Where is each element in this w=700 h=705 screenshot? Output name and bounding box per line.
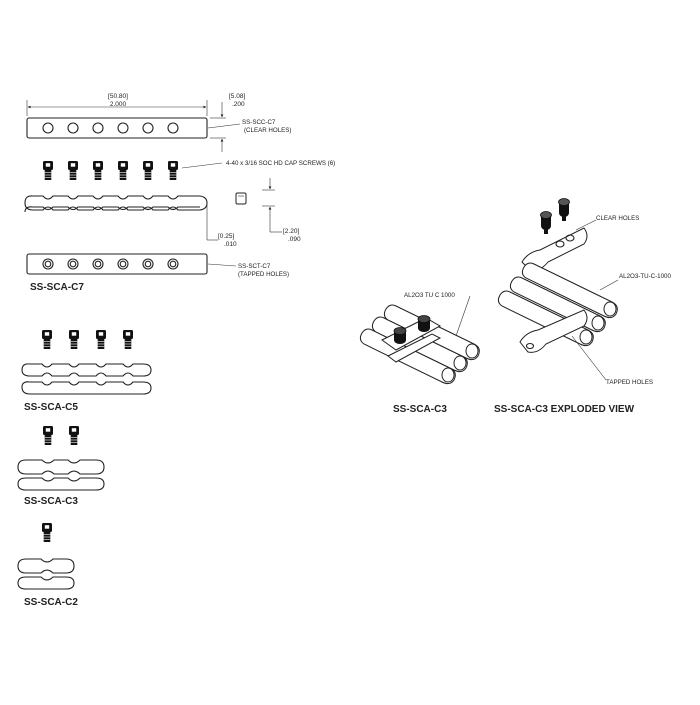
c2-group: SS-SCA-C2 — [17, 522, 78, 608]
c7-width-mm: [50.80] — [108, 93, 128, 100]
exploded-clear-label: CLEAR HOLES — [596, 215, 639, 222]
c7-clamp-bars — [24, 195, 208, 213]
c2-title: SS-SCA-C2 — [24, 597, 78, 608]
c5-title: SS-SCA-C5 — [24, 402, 78, 413]
exploded-group: CLEAR HOLES AL2O3-TU-C-1000 TAPPED HOLES… — [494, 198, 671, 415]
c2-clamp-bottom — [17, 576, 75, 590]
c2-screw — [41, 522, 53, 543]
c3-title: SS-SCA-C3 — [24, 496, 78, 507]
exploded-tapped-label: TAPPED HOLES — [606, 379, 653, 386]
exploded-screws — [540, 198, 570, 234]
c3-clamp-bottom — [17, 477, 105, 491]
c7-height-in: .200 — [232, 101, 245, 108]
c7-tapped-holes — [42, 258, 179, 270]
c5-clamp-top — [21, 363, 152, 377]
c7-tapped-label-1: SS-SCT-C7 — [238, 263, 271, 270]
c7-tapped-hole-strip — [26, 253, 208, 275]
c7-clear-label-1: SS-SCC-C7 — [242, 119, 276, 126]
c5-screws — [41, 329, 134, 350]
assembled-screws — [393, 315, 431, 344]
c7-height-mm: [5.08] — [229, 93, 245, 100]
c5-clamp-bottom — [21, 381, 152, 395]
c7-screws-label: 4-40 x 3/16 SOC HD CAP SCREWS (6) — [226, 160, 335, 167]
c7-gap-mm: [0.25] — [218, 233, 234, 240]
c2-clamp-top — [17, 558, 75, 574]
c3-screws — [42, 425, 80, 446]
c7-clear-hole-strip — [26, 117, 208, 139]
assembled-tube-label: AL2O3 TU C 1000 — [404, 292, 455, 299]
c7-title: SS-SCA-C7 — [30, 282, 84, 293]
exploded-tube-label: AL2O3-TU-C-1000 — [619, 273, 671, 280]
c7-screws — [42, 160, 179, 181]
c7-clear-label-2: (CLEAR HOLES) — [244, 127, 291, 134]
c7-pin — [235, 192, 247, 205]
c5-group: SS-SCA-C5 — [21, 329, 152, 413]
exploded-title: SS-SCA-C3 EXPLODED VIEW — [494, 404, 635, 415]
exploded-bottom-clamp — [519, 309, 588, 353]
c3-clamp-top — [17, 459, 105, 475]
assembled-group: AL2O3 TU C 1000 SS-SCA-C3 — [359, 292, 480, 415]
c7-tapped-label-2: (TAPPED HOLES) — [238, 271, 289, 278]
c7-group: [50.80] 2.000 [5.08] .200 SS-SCC-C7 (CLE… — [24, 93, 335, 293]
c3-group: SS-SCA-C3 — [17, 425, 105, 507]
c7-width-in: 2.000 — [110, 101, 127, 108]
c7-pin-in: .090 — [288, 236, 301, 243]
c7-clear-holes — [42, 122, 179, 134]
c7-gap-in: .010 — [224, 241, 237, 248]
assembled-title: SS-SCA-C3 — [393, 404, 447, 415]
c7-pin-mm: [2.20] — [283, 228, 299, 235]
